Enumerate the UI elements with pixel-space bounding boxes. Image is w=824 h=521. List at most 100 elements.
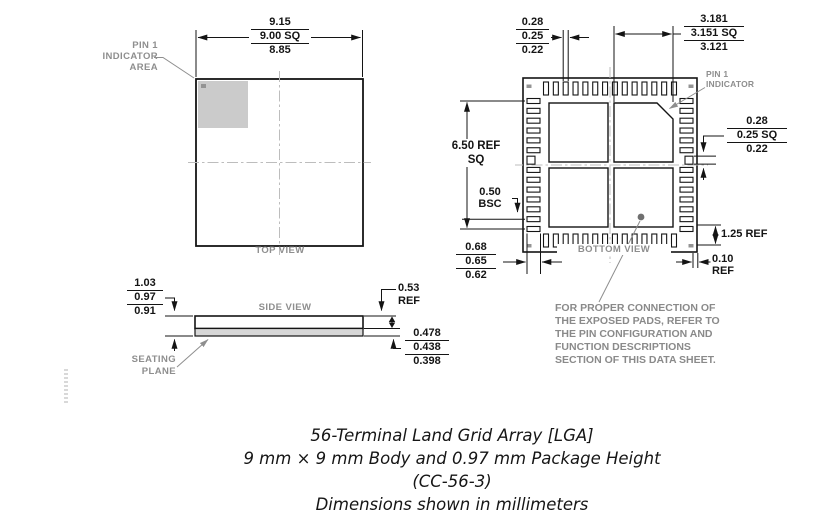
pin1-area-label: PIN 1 INDICATOR AREA: [88, 40, 158, 73]
terminal-layer-profile: [194, 327, 364, 337]
terminal-pad: [562, 81, 569, 96]
extension-lines: [694, 155, 716, 165]
dim-nom: 0.97: [127, 290, 163, 304]
extension-lines: [460, 100, 525, 230]
note-line: SECTION OF THIS DATA SHEET.: [555, 354, 716, 366]
note-leader-line: [598, 220, 641, 303]
note-leader-dot: [637, 213, 645, 221]
terminal-pad: [621, 81, 628, 96]
figure-caption: 56-Terminal Land Grid Array [LGA] 9 mm ×…: [212, 424, 692, 516]
dim-line: REF: [398, 295, 420, 307]
array-ref-dim: 6.50 REF SQ: [437, 139, 515, 167]
terminal-pad: [526, 216, 541, 223]
seating-plane-label: SEATING PLANE: [106, 354, 176, 378]
dim-max: 0.28: [521, 16, 544, 28]
terminal-pad: [679, 216, 694, 223]
exposed-pad-pin1-chamfer: [613, 102, 674, 163]
terminal-pad: [679, 176, 694, 183]
label-line: PIN 1: [706, 69, 729, 79]
terminal-pad: [526, 225, 541, 233]
dim-min: 0.91: [127, 304, 163, 318]
terminal-pad: [679, 225, 694, 233]
extension-lines: [364, 315, 400, 337]
corner-terminal-dim: 0.28 0.25 SQ 0.22: [725, 115, 789, 156]
terminal-length-dim: 0.68 0.65 0.62: [454, 241, 498, 282]
terminal-pad: [679, 127, 694, 134]
label-line: INDICATOR: [102, 51, 158, 62]
dim-nom: 0.438: [405, 340, 449, 354]
top-view-label: TOP VIEW: [255, 245, 305, 256]
dim-line: 6.50 REF: [451, 140, 501, 152]
package-body-profile: [194, 315, 364, 330]
corner-square-terminal: [684, 155, 694, 165]
terminal-pad: [526, 97, 541, 105]
dim-max: 0.478: [413, 327, 441, 339]
terminal-pad: [679, 206, 694, 213]
extension-lines: [692, 253, 699, 268]
exposed-pad: [548, 102, 609, 163]
terminal-pad: [679, 147, 694, 154]
terminal-pad: [552, 233, 559, 248]
top-view: [154, 30, 371, 255]
dim-nom: 0.25: [516, 29, 549, 43]
dim-line: 0.50: [479, 186, 501, 198]
dim-nom: 3.151 SQ: [684, 26, 744, 40]
dim-arrowhead: [388, 322, 396, 328]
caption-line: 56-Terminal Land Grid Array [LGA]: [310, 426, 594, 445]
terminal-pad: [641, 81, 648, 96]
height-leader: [162, 297, 178, 312]
thickness-leader: [378, 289, 396, 312]
dim-max: 0.28: [746, 115, 768, 127]
terminal-pad: [651, 81, 658, 96]
dim-min: 0.22: [516, 43, 549, 57]
caption-line: (CC-56-3): [412, 472, 492, 491]
terminal-pad: [679, 107, 694, 114]
pitch-dim: 0.50 BSC: [468, 186, 512, 210]
dim-line: SQ: [467, 154, 485, 166]
centerlines: [188, 71, 371, 255]
terminal-pad: [670, 233, 678, 248]
dim-nom: 0.65: [456, 254, 496, 268]
label-line: SEATING: [131, 354, 176, 365]
dim-min: 8.85: [251, 43, 309, 57]
pin1-area-leader: [154, 57, 195, 79]
pin1-indicator-label: PIN 1 INDICATOR: [706, 69, 766, 89]
terminal-thickness-dim: 0.478 0.438 0.398: [403, 327, 451, 368]
terminal-pad: [526, 206, 541, 213]
edge-clearance-dim: 0.10 REF: [712, 253, 758, 277]
label-line: PIN 1: [132, 40, 158, 51]
terminal-pad: [572, 81, 579, 96]
dim-nom: 0.25 SQ: [727, 128, 787, 142]
terminal-pad: [661, 81, 668, 96]
extension-lines: [562, 30, 569, 81]
note-line: THE EXPOSED PADS, REFER TO: [555, 315, 720, 327]
terminal-pad: [679, 117, 694, 124]
terminal-pad: [631, 81, 638, 96]
corner-index-marks: [526, 84, 694, 248]
extension-lines: [195, 30, 363, 77]
label-line: PLANE: [141, 366, 176, 377]
dim-max: 0.68: [465, 241, 487, 253]
dim-line: REF: [712, 265, 734, 277]
terminal-pad: [526, 196, 541, 203]
terminal-pad: [679, 166, 694, 173]
terminal-pad: [552, 81, 559, 96]
extension-lines: [526, 233, 541, 274]
pin1-corner-mark: [201, 84, 206, 88]
terminal-pad: [679, 186, 694, 193]
corner-terminal-leader: [700, 135, 724, 153]
side-view: [162, 289, 401, 368]
extension-lines: [165, 315, 193, 337]
extension-lines: [697, 224, 721, 246]
dim-line: BSC: [478, 198, 502, 210]
terminal-pad: [526, 117, 541, 124]
terminal-pad: [526, 147, 541, 154]
terminal-pad-array: [526, 81, 694, 248]
side-view-label: SIDE VIEW: [258, 302, 312, 313]
extension-lines: [613, 26, 681, 102]
exposed-pad-note: FOR PROPER CONNECTION OF THE EXPOSED PAD…: [555, 302, 795, 367]
pin1-indicator-leader: [668, 87, 706, 109]
terminal-pad: [526, 166, 541, 173]
